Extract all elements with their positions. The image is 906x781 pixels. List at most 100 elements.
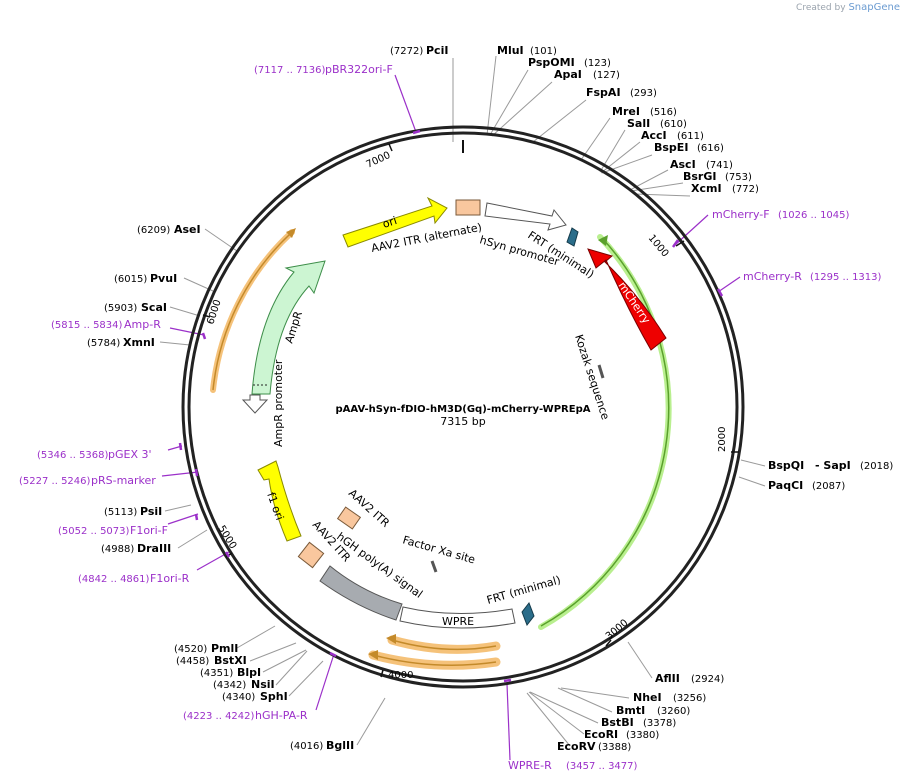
site-pos-mlui[interactable]: (101) [530,46,557,57]
site-pos-paqci[interactable]: (2087) [812,481,845,492]
site-name-bsrgi[interactable]: BsrGI [683,170,716,183]
site-pos-nhei[interactable]: (3256) [673,693,706,704]
feature-factor-xa-label: Factor Xa site [401,533,477,566]
site-name-ecorv[interactable]: EcoRV [557,740,596,753]
feature-itr-alternate [455,199,481,216]
primer-name-wpre-r[interactable]: WPRE-R [508,759,552,772]
site-pos-sphi[interactable]: (4340) [222,692,255,703]
site-pos-apai[interactable]: (127) [593,70,620,81]
primer-pos-amp-r[interactable]: (5815 .. 5834) [51,320,123,331]
feature-wpre [399,606,516,629]
site-pos-bsrgi[interactable]: (753) [725,172,752,183]
site-name-bmti[interactable]: BmtI [616,704,645,717]
site-pos-nsii[interactable]: (4342) [213,680,246,691]
tick-7000: 7000 [365,150,393,171]
primer-name-amp-r[interactable]: Amp-R [124,318,161,331]
site-name-xcmi[interactable]: XcmI [691,182,722,195]
primer-name-mcherry-f[interactable]: mCherry-F [712,208,770,221]
feature-ampr [251,260,326,395]
plasmid-name: pAAV-hSyn-fDIO-hM3D(Gq)-mCherry-WPREpA [336,404,591,415]
site-pos-pspomi[interactable]: (123) [584,58,611,69]
site-pos-ecori[interactable]: (3380) [626,730,659,741]
primer-name-f1ori-r[interactable]: F1ori-R [150,572,190,585]
primer-name-hgh-pa-r[interactable]: hGH-PA-R [255,709,308,722]
site-name-fspai[interactable]: FspAI [586,86,621,99]
site-name-psii[interactable]: PsiI [140,505,162,518]
site-name-pspomi[interactable]: PspOMI [528,56,575,69]
primer-pos-f1ori-f[interactable]: (5052 .. 5073) [58,526,130,537]
primer-pos-mcherry-r[interactable]: (1295 .. 1313) [810,272,882,283]
site-name-asei[interactable]: AseI [174,223,201,236]
feature-ori-label: ori [381,214,399,231]
site-pos-xmni[interactable]: (5784) [87,338,120,349]
feature-ori [342,196,448,248]
tick-3000: 3000 [604,618,631,643]
feature-arc-bottom1-arrow [386,634,396,644]
site-pos-pcii[interactable]: (7272) [390,46,423,57]
site-pos-fspai[interactable]: (293) [630,88,657,99]
site-pos-aflii[interactable]: (2924) [691,674,724,685]
site-pos-bmti[interactable]: (3260) [657,706,690,717]
feature-kozak-mark [597,364,605,379]
site-name-bstbi[interactable]: BstBI [601,716,634,729]
primer-pos-prs-marker[interactable]: (5227 .. 5246) [19,476,91,487]
site-name-bglii[interactable]: BglII [326,739,354,752]
site-name-nhei[interactable]: NheI [633,691,662,704]
primer-pos-pbr322ori-f[interactable]: (7117 .. 7136) [254,65,326,76]
site-pos-bglii[interactable]: (4016) [290,741,323,752]
primer-pos-hgh-pa-r[interactable]: (4223 .. 4242) [183,711,255,722]
site-name-nsii[interactable]: NsiI [251,678,275,691]
site-pos-mrei[interactable]: (516) [650,107,677,118]
site-name-sapi[interactable]: - SapI [815,459,851,472]
site-pos-bspqi[interactable]: (2018) [860,461,893,472]
site-name-bstxi[interactable]: BstXI [214,654,247,667]
site-name-pvui[interactable]: PvuI [150,272,177,285]
site-pos-pmli[interactable]: (4520) [174,644,207,655]
site-pos-asci[interactable]: (741) [706,160,733,171]
site-pos-draiii[interactable]: (4988) [101,544,134,555]
site-name-paqci[interactable]: PaqCI [768,479,803,492]
primer-name-pbr322ori-f[interactable]: pBR322ori-F [325,63,393,76]
site-pos-asei[interactable]: (6209) [137,225,170,236]
site-name-blpi[interactable]: BlpI [237,666,261,679]
site-pos-sali[interactable]: (610) [660,119,687,130]
site-name-apai[interactable]: ApaI [554,68,582,81]
site-pos-ecorv[interactable]: (3388) [598,742,631,753]
site-name-xmni[interactable]: XmnI [123,336,155,349]
site-pos-bspei[interactable]: (616) [697,143,724,154]
primer-name-mcherry-r[interactable]: mCherry-R [743,270,802,283]
backbone-inner [187,131,739,683]
site-pos-bstxi[interactable]: (4458) [176,656,209,667]
primer-name-f1ori-f[interactable]: F1ori-F [130,524,168,537]
site-pos-bstbi[interactable]: (3378) [643,718,676,729]
site-pos-xcmi[interactable]: (772) [732,184,759,195]
primer-pos-mcherry-f[interactable]: (1026 .. 1045) [778,210,850,221]
site-name-ecori[interactable]: EcoRI [584,728,618,741]
site-name-draiii[interactable]: DraIII [137,542,171,555]
site-pos-scai[interactable]: (5903) [104,303,137,314]
site-name-pmli[interactable]: PmlI [211,642,238,655]
site-name-bspqi[interactable]: BspQI [768,459,804,472]
site-name-aflii[interactable]: AflII [655,672,680,685]
site-pos-blpi[interactable]: (4351) [200,668,233,679]
primer-name-prs-marker[interactable]: pRS-marker [91,474,156,487]
site-name-scai[interactable]: ScaI [141,301,167,314]
site-name-mlui[interactable]: MluI [497,44,524,57]
site-pos-psii[interactable]: (5113) [104,507,137,518]
site-name-acci[interactable]: AccI [641,129,667,142]
primer-pos-wpre-r[interactable]: (3457 .. 3477) [566,761,638,772]
site-name-sali[interactable]: SalI [627,117,650,130]
site-name-asci[interactable]: AscI [670,158,696,171]
site-name-sphi[interactable]: SphI [260,690,288,703]
primer-pos-pgex3[interactable]: (5346 .. 5368) [37,450,109,461]
site-name-pcii[interactable]: PciI [426,44,448,57]
primer-pos-f1ori-r[interactable]: (4842 .. 4861) [78,574,150,585]
site-name-mrei[interactable]: MreI [612,105,640,118]
site-pos-acci[interactable]: (611) [677,131,704,142]
site-pos-pvui[interactable]: (6015) [114,274,147,285]
site-name-bspei[interactable]: BspEI [654,141,688,154]
credit-prefix: Created by [796,3,846,13]
primer-name-pgex3[interactable]: pGEX 3' [108,448,152,461]
primer-leader-lines [161,74,741,761]
